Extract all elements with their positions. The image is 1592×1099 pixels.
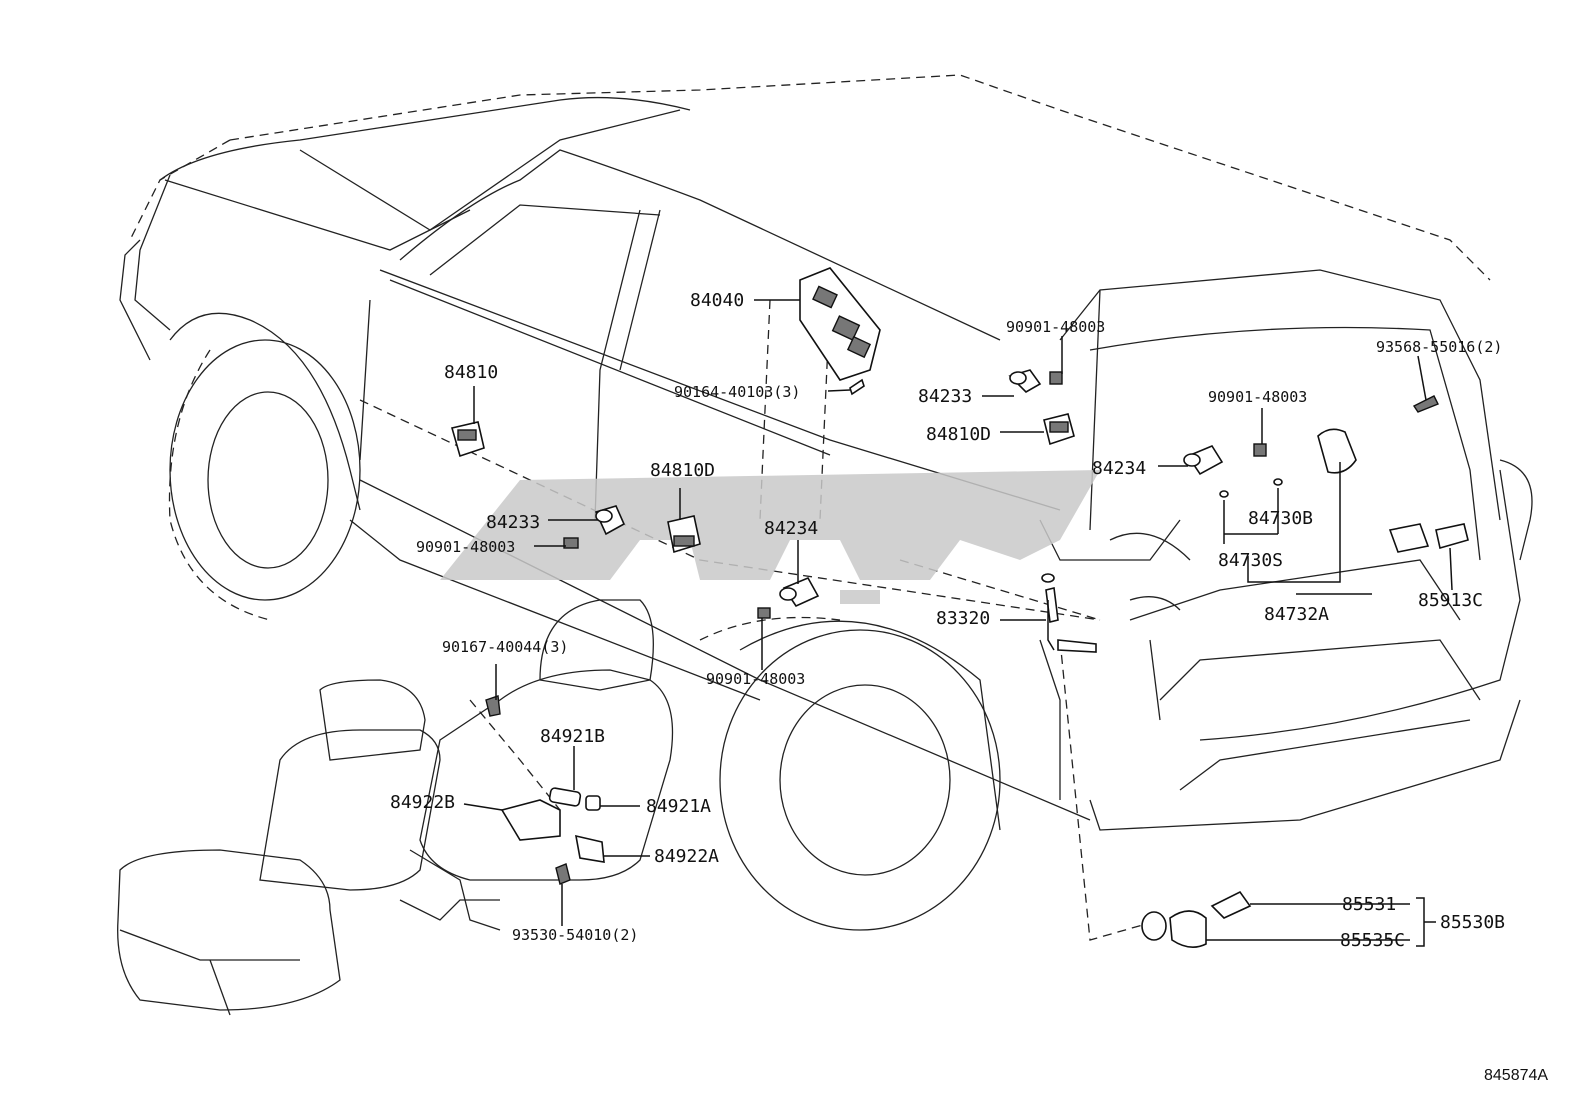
watermark-logo <box>440 470 1100 604</box>
label-93530-54010: 93530-54010(2) <box>512 926 638 944</box>
label-90901-48003-right: 90901-48003 <box>1208 388 1307 406</box>
label-93568-55016: 93568-55016(2) <box>1376 338 1502 356</box>
part-labels: 84040 90901-48003 93568-55016(2) 84810 9… <box>390 290 1548 1084</box>
label-90901-48003-left: 90901-48003 <box>416 538 515 556</box>
label-84234-mid: 84234 <box>764 518 818 539</box>
label-84233-right: 84233 <box>918 386 972 407</box>
part-84233-right-switch <box>1008 369 1042 393</box>
label-84922A: 84922A <box>654 846 719 867</box>
part-84921B-cover <box>548 787 582 807</box>
part-84921A-clip <box>585 795 601 811</box>
part-84922B-heater-switch <box>500 799 561 841</box>
label-84233-left: 84233 <box>486 512 540 533</box>
screw-90901-right <box>1253 443 1267 457</box>
part-83320-sensor <box>1041 573 1097 653</box>
screw-93568-55016 <box>1412 395 1439 413</box>
label-85531: 85531 <box>1342 894 1396 915</box>
part-84810D-right <box>1043 413 1075 446</box>
screw-90167-40044 <box>485 695 501 717</box>
label-84810D-right: 84810D <box>926 424 991 445</box>
part-84234-right <box>1183 445 1224 476</box>
diagram-id: 845874A <box>1484 1067 1548 1084</box>
label-84730S: 84730S <box>1218 550 1283 571</box>
screw-90901-left <box>563 537 579 549</box>
label-83320: 83320 <box>936 608 990 629</box>
part-84233-left <box>594 505 626 536</box>
part-84810D-mid <box>667 515 701 554</box>
screw-90164-40103 <box>849 378 865 396</box>
part-84922A-connector <box>574 834 605 863</box>
label-90901-48003-top: 90901-48003 <box>1006 318 1105 336</box>
label-90164-40103: 90164-40103(3) <box>674 383 800 401</box>
part-84732A-switch <box>1317 428 1357 474</box>
screw-93530-54010 <box>555 863 571 885</box>
label-90901-48003-bottom: 90901-48003 <box>706 670 805 688</box>
label-84922B: 84922B <box>390 792 455 813</box>
part-84810-left-switch <box>450 421 485 458</box>
part-84040-window-switch <box>799 267 881 381</box>
label-85535C: 85535C <box>1340 930 1405 951</box>
label-84810-left: 84810 <box>444 362 498 383</box>
part-84234-mid <box>779 576 820 608</box>
label-85913C: 85913C <box>1418 590 1483 611</box>
screw-90901-top <box>1049 371 1063 385</box>
part-85531-socket <box>1210 890 1252 919</box>
label-84234-right: 84234 <box>1092 458 1146 479</box>
label-84921B: 84921B <box>540 726 605 747</box>
label-85530B: 85530B <box>1440 912 1505 933</box>
label-84732A: 84732A <box>1264 604 1329 625</box>
label-90167-40044: 90167-40044(3) <box>442 638 568 656</box>
screw-90901-bottom <box>757 607 771 619</box>
label-84921A: 84921A <box>646 796 711 817</box>
label-84730B: 84730B <box>1248 508 1313 529</box>
part-85913C-connector <box>1388 523 1469 553</box>
seat-outline <box>117 599 674 1016</box>
part-85535C-cap <box>1141 910 1207 948</box>
part-84730-bulbs <box>1219 478 1283 498</box>
leader-lines <box>463 299 1453 947</box>
label-84040: 84040 <box>690 290 744 311</box>
label-84810D-mid: 84810D <box>650 460 715 481</box>
